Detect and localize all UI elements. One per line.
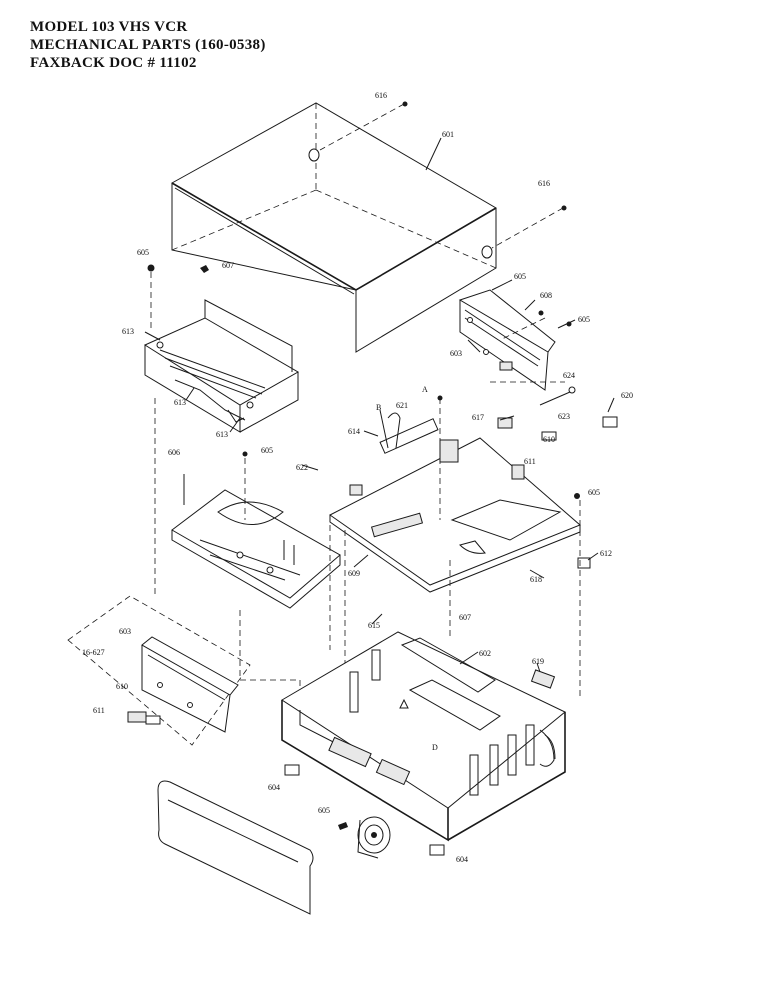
label-607-top: 607 [222,261,234,270]
label-615: 615 [368,621,380,630]
part-labels: 616 601 616 605 607 605 608 605 613 603 … [82,91,633,864]
label-618: 618 [530,575,542,584]
label-619: 619 [532,657,544,666]
label-622: 622 [296,463,308,472]
label-611-lower: 611 [93,706,105,715]
label-613-lower: 613 [216,430,228,439]
front-assembly-box-16-627 [67,595,251,746]
document-header: MODEL 103 VHS VCR MECHANICAL PARTS (160-… [30,18,266,72]
label-603-lower: 603 [119,627,131,636]
doc-number: FAXBACK DOC # 11102 [30,55,197,71]
label-A: A [422,385,428,394]
bracket-613 [143,299,300,433]
label-605-far-right: 605 [578,315,590,324]
label-614: 614 [348,427,360,436]
label-616-right: 616 [538,179,550,188]
screw-607 [200,265,209,273]
front-panel-603 [458,289,572,391]
top-cover-601 [170,101,567,353]
label-603-upper: 603 [450,349,462,358]
label-B: B [376,403,381,412]
bottom-chassis-602: D [281,631,566,856]
section-title: MECHANICAL PARTS (160-0538) [30,37,266,53]
label-605-right: 605 [514,272,526,281]
screw-605-left [147,264,155,330]
label-611-upper: 611 [524,457,536,466]
small-parts-617-623-624 [497,386,618,441]
label-608: 608 [540,291,552,300]
label-602: 602 [479,649,491,658]
label-605-fan: 605 [318,806,330,815]
label-613-mid: 613 [174,398,186,407]
svg-text:D: D [432,743,438,752]
label-16-627: 16-627 [82,648,105,657]
label-605-center: 605 [261,446,273,455]
label-604-left: 604 [268,783,280,792]
label-605-board-right: 605 [588,488,600,497]
front-bezel [157,780,314,915]
label-601: 601 [442,130,454,139]
main-board-618 [329,395,591,610]
label-624: 624 [563,371,575,380]
label-620: 620 [621,391,633,400]
label-610-upper: 610 [543,435,555,444]
label-609: 609 [348,569,360,578]
label-613-left: 613 [122,327,134,336]
label-616-top: 616 [375,91,387,100]
cooling-fan [338,816,391,859]
model-title: MODEL 103 VHS VCR [30,19,188,35]
label-605-left: 605 [137,248,149,257]
label-610-lower: 610 [116,682,128,691]
label-623: 623 [558,412,570,421]
leader-lines [144,137,615,673]
label-617: 617 [472,413,484,422]
label-607-lower: 607 [459,613,471,622]
label-621: 621 [396,401,408,410]
deck-mechanism-609 [171,451,341,609]
label-604-right: 604 [456,855,468,864]
label-606: 606 [168,448,180,457]
label-612: 612 [600,549,612,558]
